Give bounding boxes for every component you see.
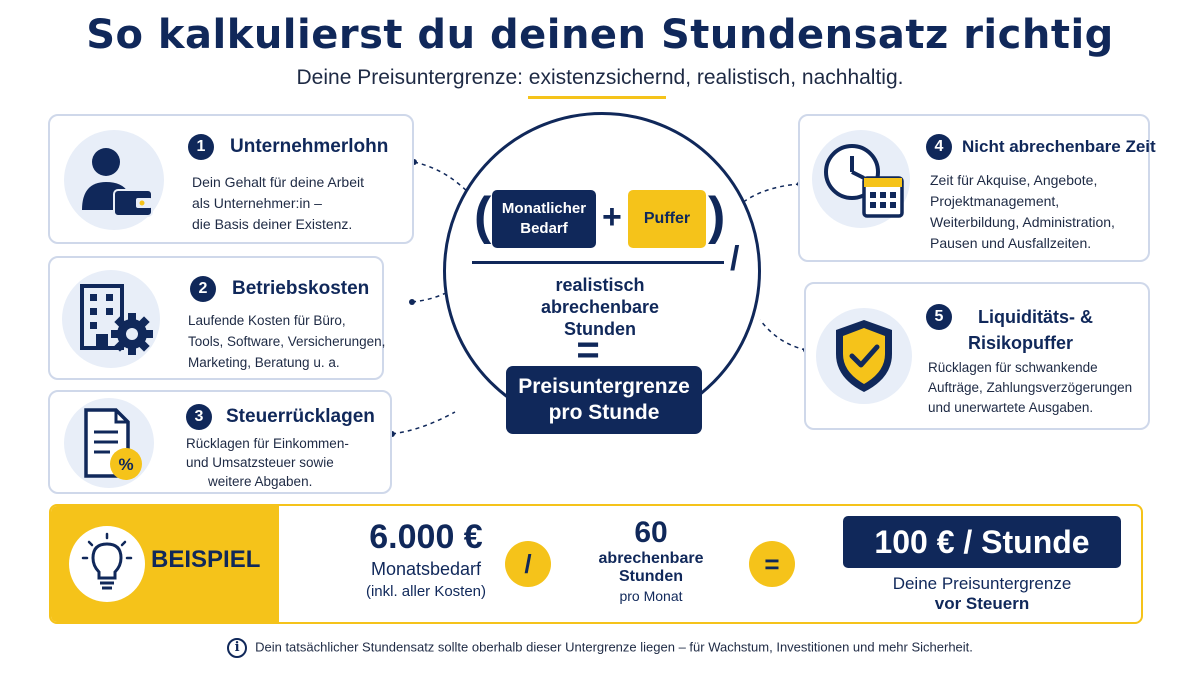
example-result-label: Deine Preisuntergrenze vor Steuern [892, 574, 1072, 613]
page-title: So kalkulierst du deinen Stundensatz ric… [86, 12, 1114, 58]
card-steuerruecklagen: % 3 Steuerrücklagen Rücklagen für Einkom… [48, 390, 392, 494]
buffer-box: Puffer [628, 190, 706, 248]
card-number-1: 1 [188, 134, 214, 160]
example-amount-label: Monatsbedarf [370, 559, 482, 579]
card-unternehmerlohn: 1 Unternehmerlohn Dein Gehalt für deine … [48, 114, 414, 244]
card-title-5: Liquiditäts- & Risikopuffer [968, 307, 1093, 353]
example-amount: 6.000 € [369, 518, 483, 556]
document-percent-icon: % [84, 408, 142, 480]
equals-sign: = [576, 328, 600, 372]
title-underline [528, 96, 666, 99]
card-title-2: Betriebskosten [232, 278, 370, 299]
building-gear-icon [80, 284, 153, 355]
example-hours: 60 [634, 516, 668, 549]
card-text-5: Rücklagen für schwankende Aufträge, Zahl… [928, 360, 1133, 415]
lightbulb-icon [81, 532, 133, 590]
card-nicht-abrechenbare-zeit: 4 Nicht abrechenbare Zeit Zeit für Akqui… [798, 114, 1156, 262]
footer-text: Dein tatsächlicher Stundensatz sollte ob… [255, 639, 973, 655]
clock-calendar-icon [824, 144, 904, 218]
example-amount-block: 6.000 € Monatsbedarf (inkl. aller Kosten… [321, 518, 531, 600]
example-result: 100 € / Stunde [843, 516, 1121, 568]
example-hours-block: 60 abrechenbare Stunden pro Monat [581, 516, 721, 604]
example-divide: / [505, 541, 551, 587]
info-icon: i [227, 638, 248, 658]
footer-note: i Dein tatsächlicher Stundensatz sollte o… [0, 638, 1200, 658]
division-slash: / [730, 240, 740, 278]
example-hours-label: abrechenbare Stunden [598, 550, 704, 585]
fraction-line [472, 261, 724, 264]
plus-sign: + [602, 198, 622, 236]
shield-check-icon [836, 320, 892, 392]
card-number-5: 5 [926, 304, 952, 330]
card-number-3: 3 [186, 404, 212, 430]
card-number-2: 2 [190, 276, 216, 302]
card-betriebskosten: 2 Betriebskosten Laufende Kosten für Bür… [48, 256, 386, 380]
card-title-3: Steuerrücklagen [226, 406, 375, 427]
svg-text:%: % [118, 455, 133, 474]
billable-hours-label: realistisch abrechenbare Stunden [540, 275, 660, 339]
card-title-1: Unternehmerlohn [230, 136, 389, 157]
page-subtitle: Deine Preisuntergrenze: existenzsichernd… [296, 66, 904, 89]
card-number-4: 4 [926, 134, 952, 160]
example-box: BEISPIEL 6.000 € Monatsbedarf (inkl. all… [49, 504, 1143, 624]
open-paren: ( [474, 187, 492, 245]
example-hours-note: pro Monat [619, 588, 683, 604]
example-label-panel: BEISPIEL [51, 506, 279, 622]
card-text-2: Laufende Kosten für Büro, Tools, Softwar… [188, 313, 386, 370]
example-label: BEISPIEL [151, 546, 261, 573]
card-text-4: Zeit für Akquise, Angebote, Projektmanag… [930, 172, 1115, 251]
close-paren: ) [708, 187, 726, 245]
card-title-4: Nicht abrechenbare Zeit [962, 137, 1156, 156]
monthly-need-box: Monatlicher Bedarf [492, 190, 596, 248]
example-amount-note: (inkl. aller Kosten) [365, 583, 487, 600]
result-box: Preisuntergrenze pro Stunde [506, 366, 702, 434]
card-liquiditaets-risikopuffer: 5 Liquiditäts- & Risikopuffer Rücklagen … [804, 282, 1150, 430]
card-text-3: Rücklagen für Einkommen- und Umsatzsteue… [186, 436, 349, 489]
person-wallet-icon [82, 148, 153, 217]
example-equals: = [749, 541, 795, 587]
card-text-1: Dein Gehalt für deine Arbeit als Unterne… [192, 174, 364, 232]
